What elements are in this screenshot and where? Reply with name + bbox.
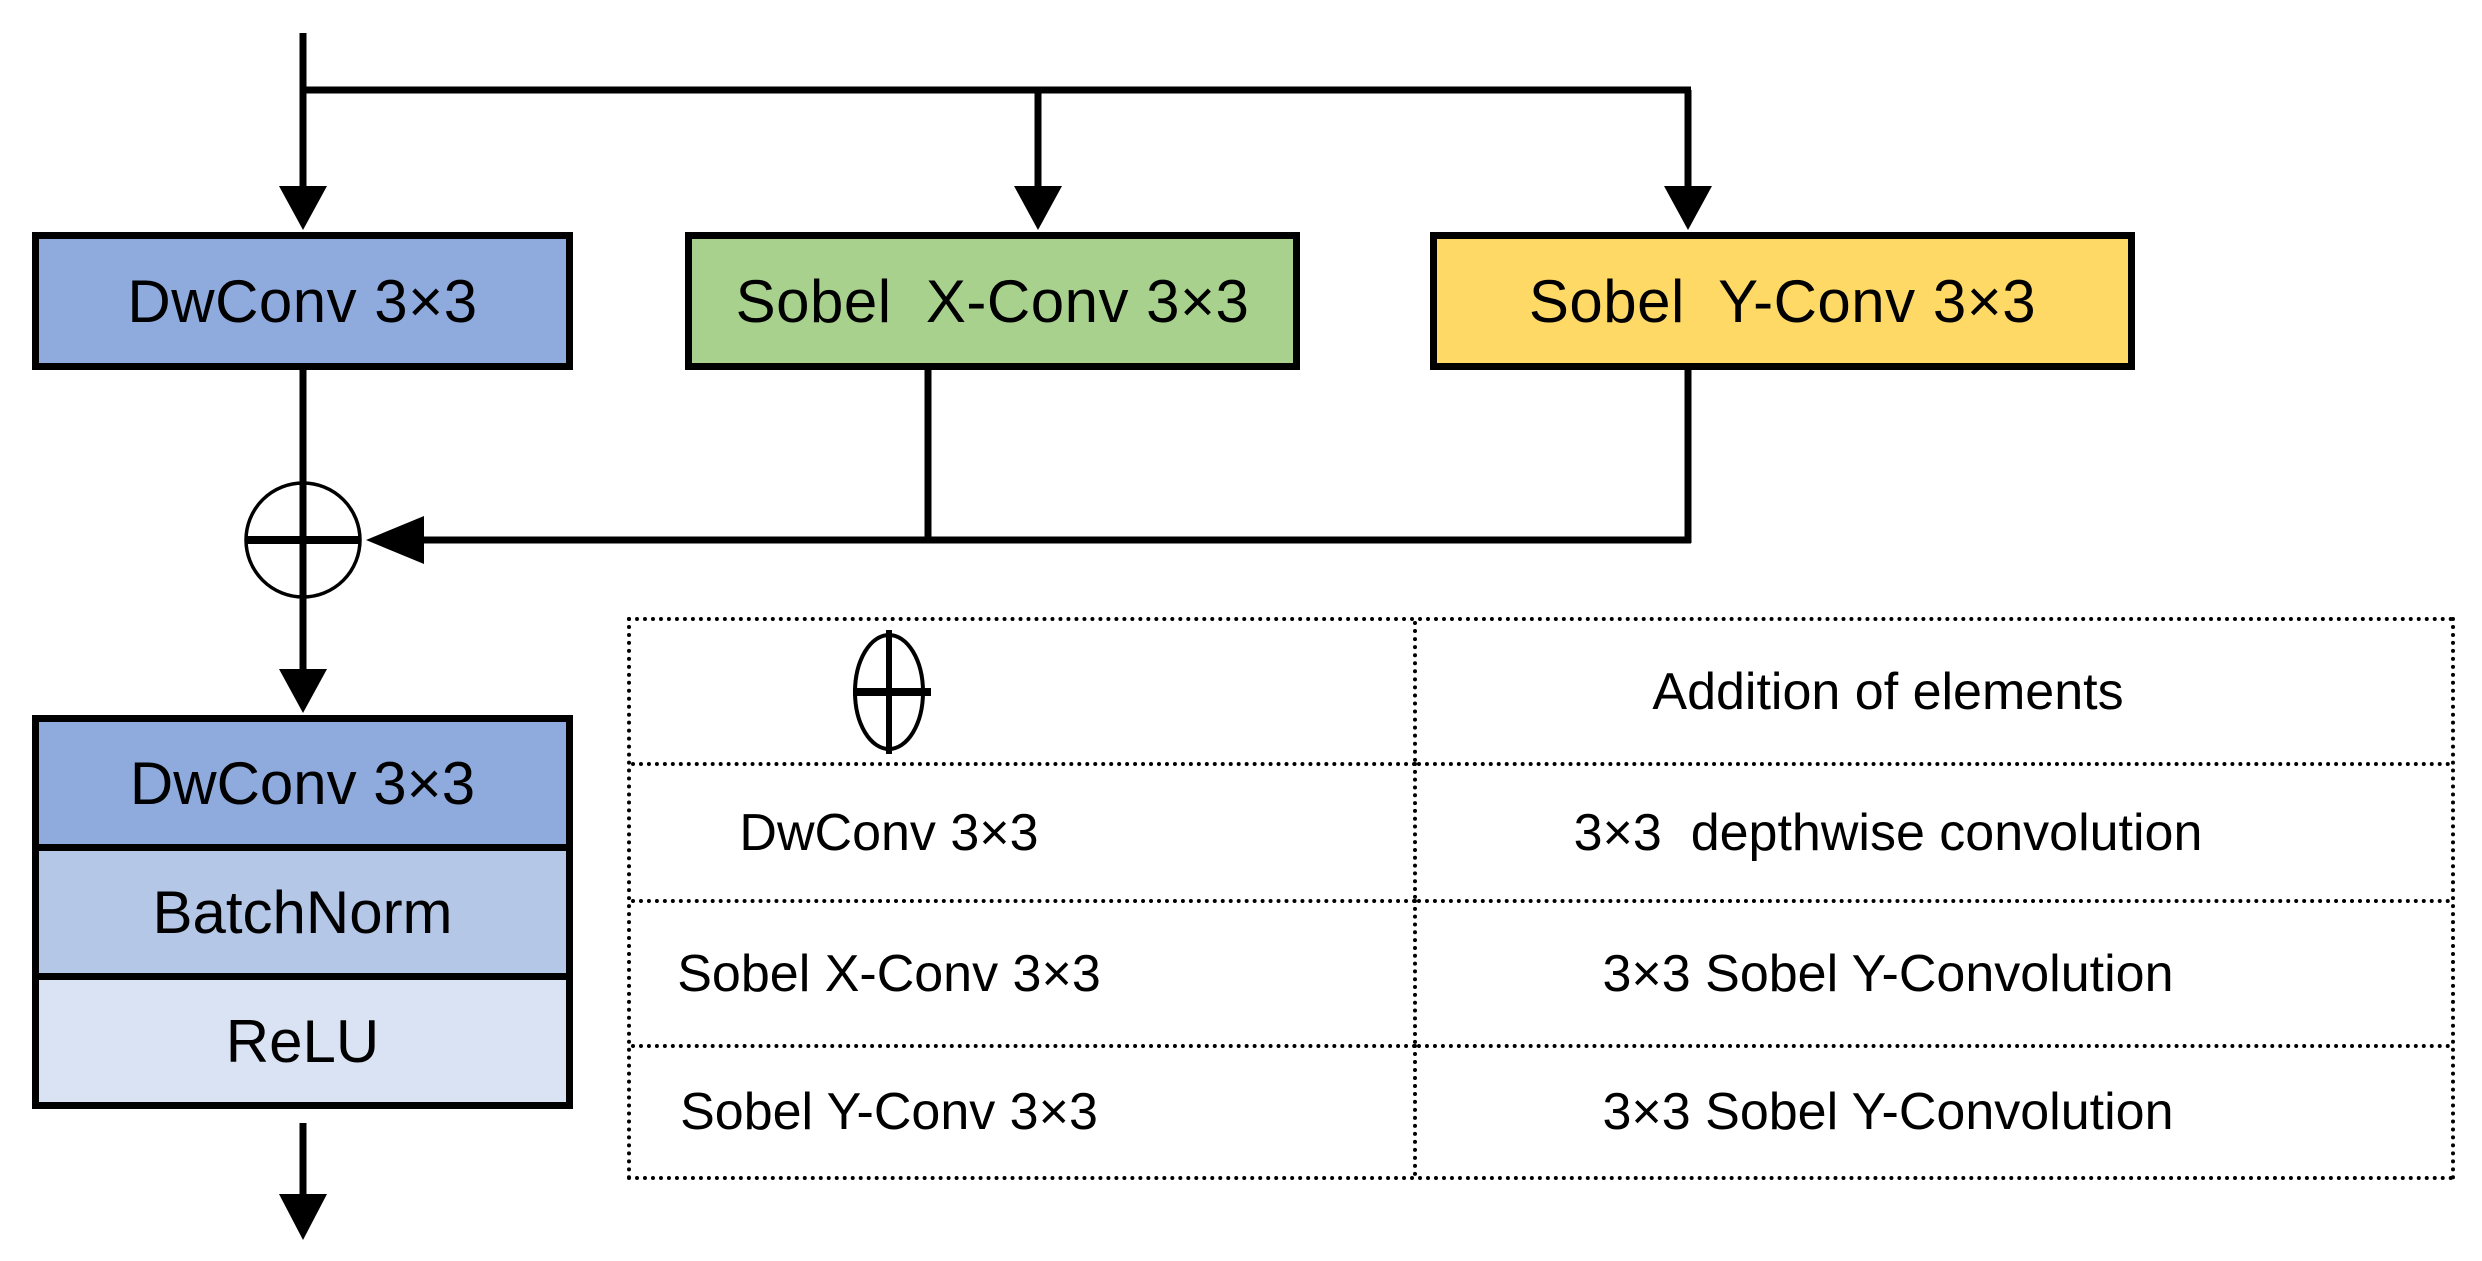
legend-cell-dwconv-term: DwConv 3×3 bbox=[631, 762, 1417, 899]
box-sobel-x-conv: Sobel X-Conv 3×3 bbox=[685, 232, 1300, 370]
arrowhead-into-sobel-x bbox=[1014, 186, 1062, 230]
arrowhead-output bbox=[279, 1194, 327, 1240]
arrowhead-into-sobel-y bbox=[1664, 186, 1712, 230]
legend-cell-addition-desc: Addition of elements bbox=[1652, 662, 2124, 721]
box-batchnorm-label: BatchNorm bbox=[152, 878, 453, 946]
legend-cell-sobel-x-term: Sobel X-Conv 3×3 bbox=[631, 899, 1417, 1044]
box-dwconv-stack-label: DwConv 3×3 bbox=[129, 749, 476, 817]
legend-cell-sobel-y-term: Sobel Y-Conv 3×3 bbox=[631, 1044, 1417, 1176]
legend-cell-sobel-x-desc: 3×3 Sobel Y-Convolution bbox=[1417, 899, 2451, 1044]
plus-in-circle-icon bbox=[853, 629, 931, 754]
box-relu: ReLU bbox=[32, 973, 573, 1109]
arrowhead-into-stack bbox=[279, 669, 327, 713]
legend-cell-dwconv-desc: 3×3 depthwise convolution bbox=[1417, 762, 2451, 899]
box-sobel-y-conv-label: Sobel Y-Conv 3×3 bbox=[1528, 267, 2037, 335]
arrowhead-into-addition bbox=[366, 516, 424, 564]
arrowhead-into-dwconv-top bbox=[279, 186, 327, 230]
box-dwconv-stack: DwConv 3×3 bbox=[32, 715, 573, 851]
legend-table: Addition of elements DwConv 3×3 3×3 dept… bbox=[627, 617, 2455, 1180]
box-dwconv-top-label: DwConv 3×3 bbox=[127, 267, 478, 335]
box-relu-label: ReLU bbox=[225, 1007, 380, 1075]
box-batchnorm: BatchNorm bbox=[32, 844, 573, 980]
conv-bn-relu-stack: DwConv 3×3 BatchNorm ReLU bbox=[32, 715, 573, 1109]
legend-cell-sobel-y-desc: 3×3 Sobel Y-Convolution bbox=[1417, 1044, 2451, 1176]
legend-cell-addition-symbol bbox=[631, 621, 1417, 762]
box-sobel-x-conv-label: Sobel X-Conv 3×3 bbox=[735, 267, 1250, 335]
box-sobel-y-conv: Sobel Y-Conv 3×3 bbox=[1430, 232, 2135, 370]
box-dwconv-top: DwConv 3×3 bbox=[32, 232, 573, 370]
